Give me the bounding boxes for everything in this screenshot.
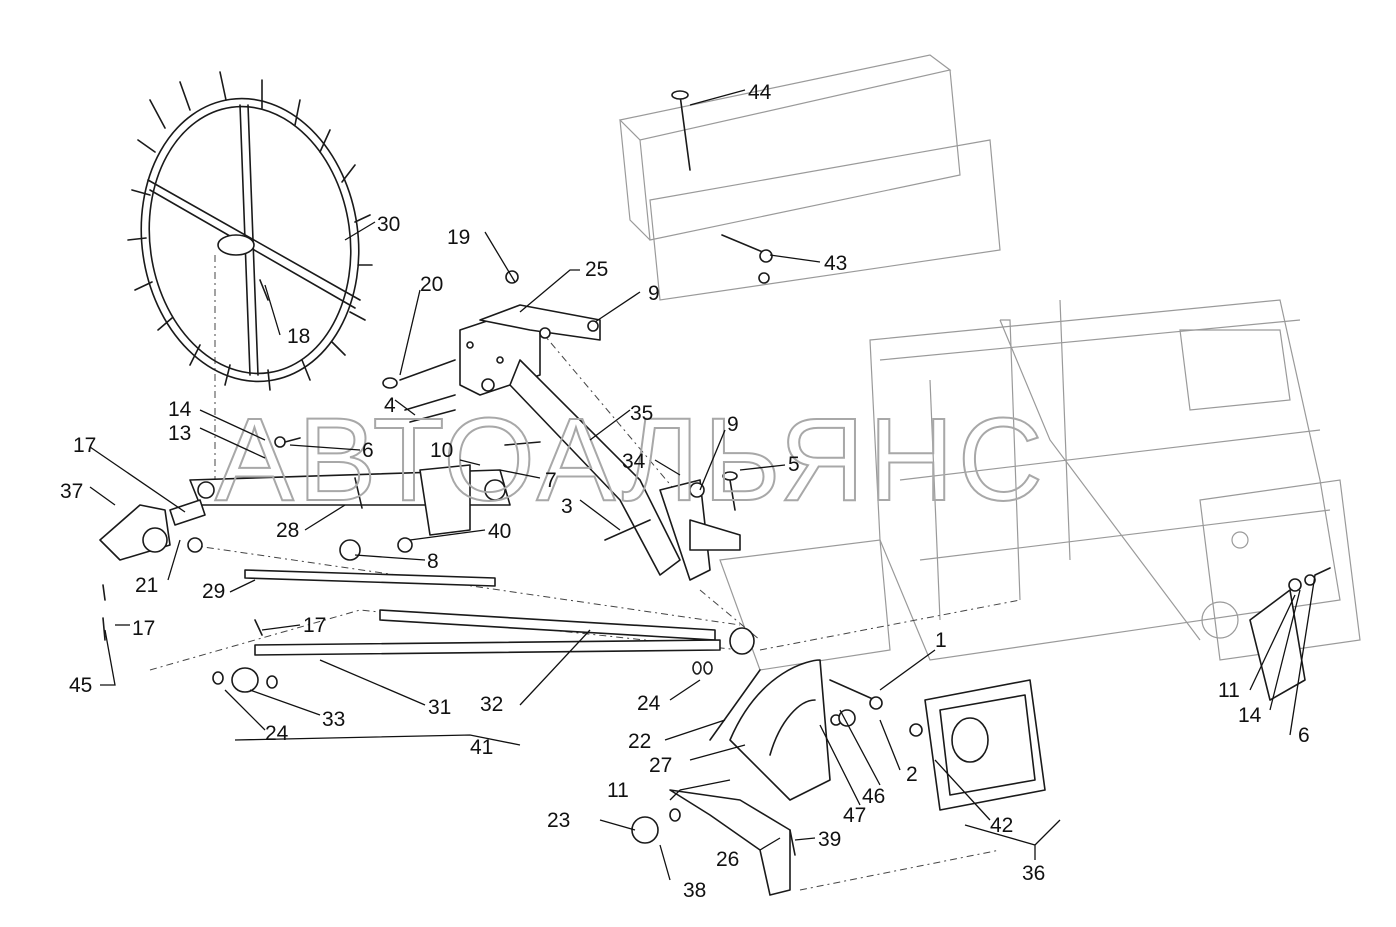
callout-25: 25	[585, 258, 608, 281]
callout-24-right: 24	[637, 692, 661, 715]
callout-14-left: 14	[168, 398, 192, 421]
side-plate	[1249, 578, 1306, 701]
callout-26: 26	[716, 848, 739, 871]
callout-44: 44	[748, 81, 772, 104]
watermark-text: АВТОАЛЬЯНС	[215, 394, 1047, 526]
callout-36: 36	[1022, 862, 1045, 885]
callout-11-lower: 11	[607, 779, 629, 802]
callout-39: 39	[818, 828, 841, 851]
callout-11-right: 11	[1218, 679, 1240, 702]
fasteners	[274, 90, 1331, 710]
callout-9-mid: 9	[727, 413, 739, 436]
callout-40: 40	[488, 520, 511, 543]
callout-29: 29	[202, 580, 225, 603]
callout-34: 34	[622, 450, 646, 473]
callout-8: 8	[427, 550, 439, 573]
callout-13: 13	[168, 422, 191, 445]
callout-18: 18	[287, 325, 310, 348]
callout-32: 32	[480, 693, 503, 716]
mounting-bracket	[459, 304, 741, 581]
callout-5: 5	[788, 453, 800, 476]
gearbox	[830, 679, 1046, 811]
callout-17-mid: 17	[303, 614, 326, 637]
callout-23: 23	[547, 809, 570, 832]
callout-20: 20	[420, 273, 443, 296]
callout-42: 42	[990, 814, 1013, 837]
cover-and-lever	[631, 659, 831, 896]
callout-37: 37	[60, 480, 83, 503]
callout-1: 1	[935, 629, 947, 652]
callout-27: 27	[649, 754, 672, 777]
callout-45: 45	[69, 674, 92, 697]
shafts	[102, 569, 755, 693]
callout-31: 31	[428, 696, 451, 719]
callout-17-left: 17	[132, 617, 155, 640]
gear-assembly	[99, 499, 413, 561]
callout-19: 19	[447, 226, 470, 249]
callout-35: 35	[630, 402, 653, 425]
callout-41: 41	[470, 736, 493, 759]
callout-30: 30	[377, 213, 400, 236]
callout-22: 22	[628, 730, 651, 753]
callout-4: 4	[384, 394, 396, 417]
callout-14-right: 14	[1238, 704, 1262, 727]
callout-28: 28	[276, 519, 299, 542]
callout-46: 46	[862, 785, 885, 808]
callout-labels: 44 43 30 19 25 9 20 18 14 13 4 35 9 6 10…	[60, 81, 1310, 902]
callout-33: 33	[322, 708, 345, 731]
callout-21: 21	[135, 574, 158, 597]
callout-2: 2	[906, 763, 918, 786]
callout-3: 3	[561, 495, 573, 518]
callout-6-left: 6	[362, 439, 374, 462]
callout-47: 47	[843, 804, 866, 827]
callout-10: 10	[430, 439, 453, 462]
callout-17-top: 17	[73, 434, 96, 457]
main-arm	[189, 464, 511, 536]
leader-lines	[89, 89, 1316, 881]
spiked-wheel	[127, 71, 373, 391]
machine-frame-ghost	[618, 54, 1361, 671]
callout-7: 7	[545, 469, 557, 492]
callout-9-top: 9	[648, 282, 660, 305]
callout-6-right: 6	[1298, 724, 1310, 747]
callout-38: 38	[683, 879, 706, 902]
callout-43: 43	[824, 252, 847, 275]
callout-24-left: 24	[265, 722, 289, 745]
